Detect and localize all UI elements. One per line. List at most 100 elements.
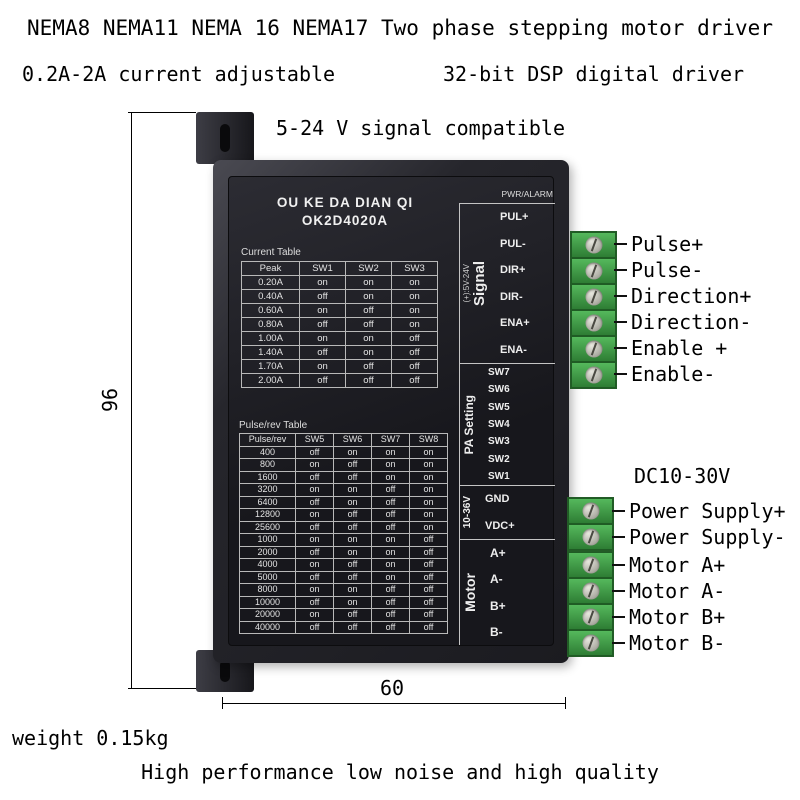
table-cell: off (371, 608, 410, 622)
column-header: Pulse/rev (239, 433, 296, 447)
table-cell: on (371, 445, 410, 459)
spec-dsp-driver: 32-bit DSP digital driver (443, 62, 745, 86)
table-cell: on (391, 303, 438, 318)
table-cell: on (371, 470, 410, 484)
annotation-label: Direction+ (614, 283, 751, 309)
table-cell: on (371, 570, 410, 584)
table-cell: off (333, 470, 372, 484)
table-cell: off (299, 345, 346, 360)
table-cell: on (409, 470, 448, 484)
screw-terminal (571, 362, 616, 388)
pin-label: DIR+ (500, 264, 526, 277)
tagline: High performance low noise and high qual… (141, 760, 659, 784)
annotation-label: Pulse- (614, 257, 751, 283)
table-cell: off (371, 620, 410, 634)
table-cell: 2000 (239, 545, 296, 559)
table-cell: on (333, 445, 372, 459)
motor-vertical-labels: Motor (460, 540, 478, 645)
pulse-table-title: Pulse/rev Table (239, 420, 308, 431)
pin-label: ENA+ (500, 317, 530, 330)
table-cell: off (391, 345, 438, 360)
table-cell: 2.00A (241, 373, 300, 388)
table-cell: off (371, 583, 410, 597)
table-cell: off (345, 373, 392, 388)
table-cell: off (333, 520, 372, 534)
column-header: Peak (241, 261, 300, 276)
table-cell: on (345, 331, 392, 346)
terminal-block-motor (567, 551, 614, 657)
annotation-label: Enable- (614, 361, 751, 387)
pwr-alarm-label: PWR/ALARM (501, 189, 553, 199)
table-cell: on (299, 275, 346, 290)
annotation-label: Motor A+ (612, 552, 725, 578)
table-cell: off (371, 520, 410, 534)
motor-section: Motor A+A-B+B- (459, 539, 555, 645)
table-cell: off (333, 458, 372, 472)
table-cell: on (371, 545, 410, 559)
weight-label: weight 0.15kg (12, 726, 169, 750)
screw-terminal (568, 498, 613, 524)
screw-terminal (571, 310, 616, 336)
screw-terminal (571, 336, 616, 362)
screw-terminal (568, 630, 613, 656)
pin-label: SW2 (488, 453, 510, 465)
column-header: SW7 (371, 433, 410, 447)
table-cell: off (409, 558, 448, 572)
signal-voltage-note: (+):5V-24V (462, 264, 471, 303)
table-cell: on (371, 558, 410, 572)
pin-label: PUL+ (500, 211, 529, 224)
dim-height-label: 96 (98, 387, 123, 413)
table-cell: 0.80A (241, 317, 300, 332)
model-number: OK2D4020A (301, 213, 389, 228)
table-cell: off (299, 317, 346, 332)
pa-vertical-labels: PA Setting (460, 364, 476, 485)
table-cell: off (333, 508, 372, 522)
table-cell: 800 (239, 458, 296, 472)
table-cell: off (371, 495, 410, 509)
table-cell: off (299, 373, 346, 388)
pin-label: SW1 (488, 470, 510, 482)
motor-pins: A+A-B+B- (478, 540, 555, 645)
screw-terminal (568, 578, 613, 604)
dim-width-line (222, 703, 566, 704)
table-cell: on (391, 289, 438, 304)
table-cell: 1.70A (241, 359, 300, 374)
table-cell: on (299, 359, 346, 374)
table-cell: 10000 (239, 595, 296, 609)
spec-current-range: 0.2A-2A current adjustable (22, 62, 336, 86)
table-cell: on (333, 495, 372, 509)
table-cell: off (409, 570, 448, 584)
table-cell: off (295, 470, 334, 484)
table-cell: 12800 (239, 508, 296, 522)
pin-label: A- (490, 572, 503, 587)
header-title: NEMA8 NEMA11 NEMA 16 NEMA17 Two phase st… (27, 16, 773, 40)
pin-label: SW4 (488, 418, 510, 430)
pin-label: GND (485, 493, 510, 506)
signal-pins: PUL+PUL-DIR+DIR-ENA+ENA- (488, 204, 555, 363)
table-cell: on (333, 545, 372, 559)
terminal-block-power (567, 497, 614, 551)
annotation-label: Enable + (614, 335, 751, 361)
pin-label: SW7 (488, 367, 510, 379)
table-cell: on (371, 533, 410, 547)
pin-label: B+ (490, 598, 506, 613)
screw-terminal (571, 284, 616, 310)
signal-vertical-labels: (+):5V-24V Signal (460, 204, 488, 363)
table-cell: 3200 (239, 483, 296, 497)
table-cell: on (295, 558, 334, 572)
dim-width-tick-right (565, 697, 566, 709)
pa-section-label: PA Setting (462, 394, 476, 455)
table-cell: on (295, 483, 334, 497)
screw-terminal (571, 258, 616, 284)
